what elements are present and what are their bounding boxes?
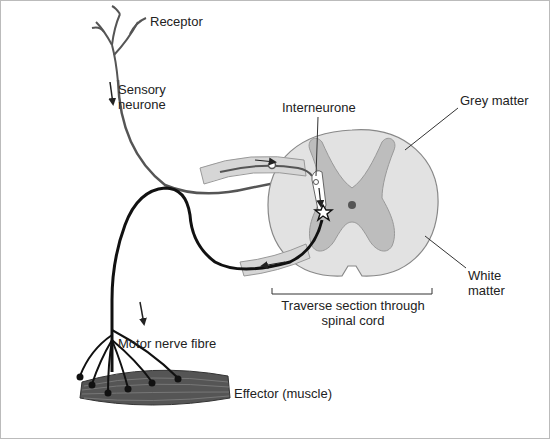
leader-line	[316, 117, 318, 176]
leader-line	[425, 236, 466, 268]
motor-neurone	[112, 188, 322, 372]
ventral-root	[240, 244, 310, 276]
part-label: Sensory neurone	[118, 82, 188, 112]
part-label: Grey matter	[460, 93, 545, 108]
part-label: Effector (muscle)	[234, 386, 374, 401]
direction-arrow	[110, 82, 113, 104]
grey-matter	[309, 138, 395, 251]
central-canal	[348, 201, 356, 209]
bracket	[272, 288, 432, 294]
part-label: Receptor	[150, 14, 240, 29]
part-label: White matter	[468, 268, 520, 298]
muscle-striations	[82, 378, 229, 401]
part-label: Motor nerve fibre	[118, 336, 248, 351]
motor-end-plates	[77, 374, 182, 397]
part-label: Traverse section through spinal cord	[278, 298, 428, 328]
interneurone-nucleus	[314, 180, 319, 185]
dorsal-root	[200, 156, 306, 184]
part-label: Interneurone	[282, 100, 372, 115]
direction-arrow	[319, 188, 321, 206]
sensory-axon	[220, 166, 312, 176]
motor-cell-body	[315, 205, 332, 220]
leader-line	[405, 108, 458, 150]
direction-arrow	[140, 302, 144, 324]
direction-arrow	[255, 160, 275, 162]
muscle	[80, 370, 230, 405]
receptor-branches	[92, 6, 146, 82]
ganglion-cell-body	[269, 162, 276, 169]
direction-arrow	[262, 262, 285, 266]
